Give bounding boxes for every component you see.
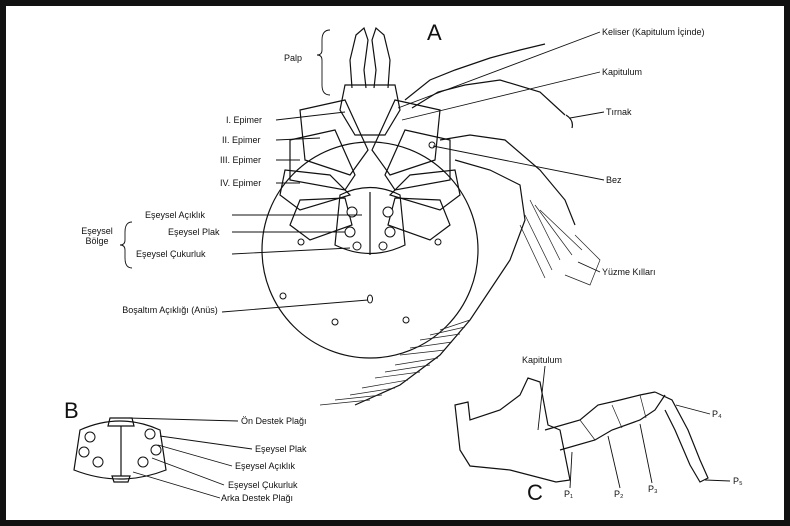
leg-4 [355, 160, 525, 405]
label-p4: P₄ [712, 409, 722, 419]
gland-pore [298, 239, 304, 245]
leader-p1 [570, 452, 572, 488]
label-p5: P₅ [733, 476, 743, 486]
epimer-plate-left-1 [300, 100, 368, 175]
anus-pore [368, 295, 373, 303]
leader-swim-hairs [578, 262, 600, 272]
acetabulum-b [93, 457, 103, 467]
leader-p2 [608, 436, 620, 488]
genital-acetabulum [345, 227, 355, 237]
label-chelicera: Keliser (Kapitulum İçinde) [602, 27, 705, 37]
leader-lines-a [120, 30, 604, 312]
acetabulum-b [79, 447, 89, 457]
label-palp: Palp [284, 53, 302, 63]
gland-pore [403, 317, 409, 323]
label-epimer-3: III. Epimer [220, 155, 261, 165]
leader-front-plate [128, 418, 238, 421]
label-rear-plate: Arka Destek Plağı [221, 493, 293, 503]
leg4-swim-hairs [320, 320, 470, 405]
leader-p3 [640, 424, 652, 483]
epimer-plate-right-1 [372, 100, 440, 175]
label-genital-opening: Eşeysel Açıklık [145, 210, 206, 220]
label-p3: P₃ [648, 484, 658, 494]
panel-label-c: C [527, 480, 543, 505]
genital-acetabulum [383, 207, 393, 217]
label-gland: Bez [606, 175, 622, 185]
genital-acetabulum [379, 242, 387, 250]
palp-bracket [317, 30, 330, 95]
acetabulum-b [85, 432, 95, 442]
label-anus-wrap: Boşaltım Açıklığı (Anüs) [118, 305, 222, 335]
genital-acetabulum [353, 242, 361, 250]
gland-pore [280, 293, 286, 299]
leg-1 [405, 44, 545, 100]
genital-acetabulum [385, 227, 395, 237]
palp-segment-line [612, 405, 622, 428]
label-genital-pit: Eşeysel Çukurluk [136, 249, 206, 259]
label-genital-opening-b: Eşeysel Açıklık [235, 461, 296, 471]
panel-b-figure: B Ön Destek Plağı Eşeysel Plak Eşeysel A… [64, 398, 307, 503]
label-swim-hairs: Yüzme Kılları [602, 267, 656, 277]
acetabulum-b [138, 457, 148, 467]
label-epimer-1: I. Epimer [226, 115, 262, 125]
label-anus: Boşaltım Açıklığı (Anüs) [118, 305, 222, 315]
label-p2: P₂ [614, 489, 624, 499]
palp-c-lower [560, 395, 665, 450]
palp-left [350, 28, 368, 88]
mite-body [262, 28, 478, 358]
label-region-wrap: Eşeysel Bölge [74, 226, 120, 256]
panel-label-b: B [64, 398, 79, 423]
label-capitulum: Kapitulum [602, 67, 642, 77]
label-epimer-2: II. Epimer [222, 135, 261, 145]
label-region: Eşeysel Bölge [74, 226, 120, 246]
leader-epimer1 [276, 112, 345, 120]
epimer-plate-right-2 [385, 130, 450, 190]
leader-rear-plate [133, 472, 220, 498]
swim-hairs-cluster [520, 200, 600, 285]
mite-legs [320, 44, 600, 405]
claw-shape [566, 115, 572, 128]
acetabulum-b [151, 445, 161, 455]
label-genital-pit-b: Eşeysel Çukurluk [228, 480, 298, 490]
label-claw: Tırnak [606, 107, 632, 117]
label-capitulum-c: Kapitulum [522, 355, 562, 365]
palp-c-tip [655, 392, 708, 482]
leader-genital-pit [232, 248, 350, 254]
gland-pore [435, 239, 441, 245]
label-genital-plate-b: Eşeysel Plak [255, 444, 307, 454]
palp-right [372, 28, 390, 88]
label-epimer-4: IV. Epimer [220, 178, 261, 188]
palp-segment-line [580, 420, 595, 440]
palp-segment-line [640, 395, 646, 418]
leg-2 [412, 80, 565, 115]
label-genital-plate: Eşeysel Plak [168, 227, 220, 237]
panel-label-a: A [427, 20, 442, 45]
panel-c-figure: C Kapitulum P₁ P₂ P₃ P₄ P₅ [455, 355, 743, 505]
palp-c-upper [545, 392, 655, 430]
leader-capitulum-c [538, 366, 545, 430]
label-p1: P₁ [564, 489, 573, 499]
leader-claw [570, 112, 604, 118]
gland-pore [332, 319, 338, 325]
capitulum-c [455, 378, 570, 482]
genital-acetabulum [347, 207, 357, 217]
leader-p5 [705, 480, 730, 481]
leader-p4 [676, 405, 710, 414]
gland-pore [429, 142, 435, 148]
leader-genital-opening-b [158, 445, 232, 466]
acetabulum-b [145, 429, 155, 439]
leader-anus [222, 300, 368, 312]
label-front-plate: Ön Destek Plağı [241, 416, 307, 426]
region-bracket [120, 222, 132, 268]
leg-3 [440, 135, 575, 225]
leader-genital-plate-b [160, 436, 252, 449]
